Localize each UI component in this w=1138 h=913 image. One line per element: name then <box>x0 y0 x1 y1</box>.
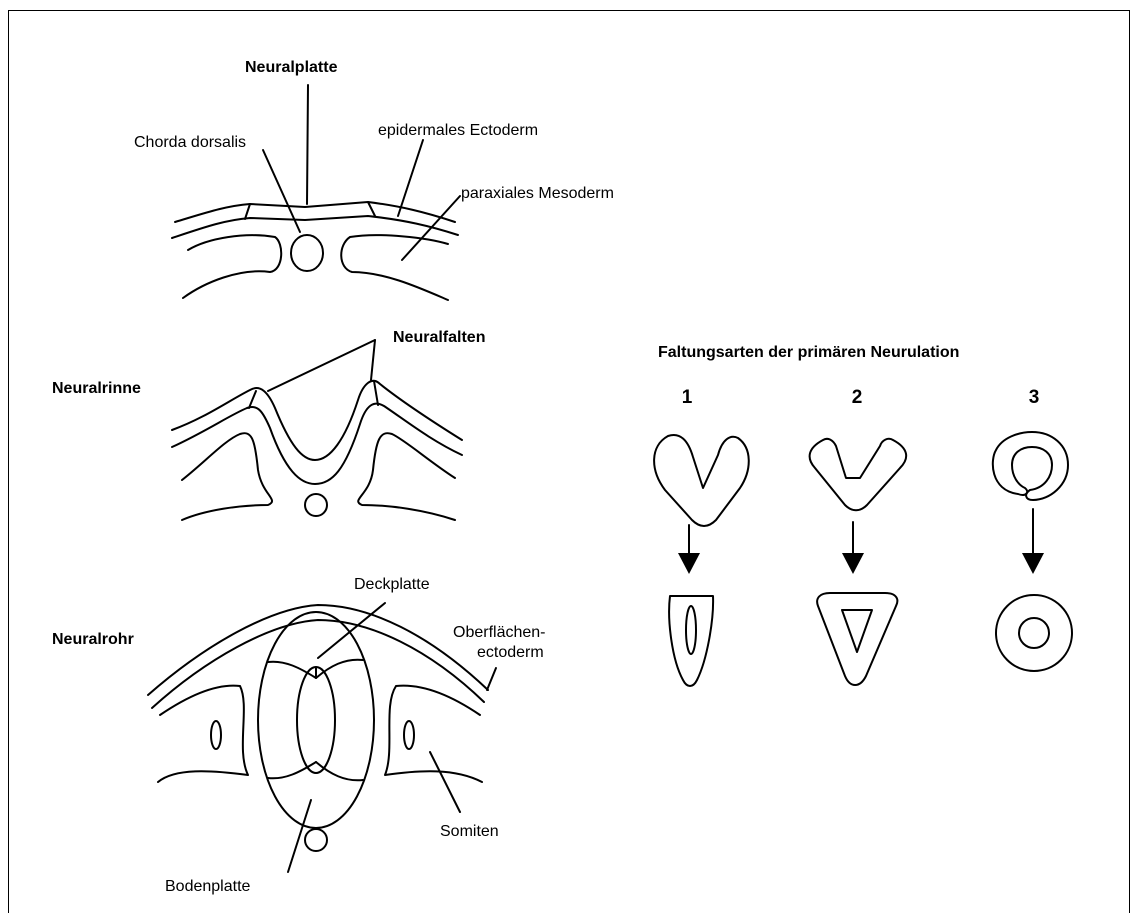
folding-type-1-closed <box>669 596 713 686</box>
chorda-dorsalis-label: Chorda dorsalis <box>134 133 246 152</box>
surface-ectoderm-label-line1: Oberflächen- <box>453 623 546 642</box>
folding-types-title: Faltungsarten der primären Neurulation <box>658 343 959 362</box>
folding-type-number-3: 3 <box>1019 388 1049 407</box>
folding-type-number-2: 2 <box>842 388 872 407</box>
neural-plate-title: Neuralplatte <box>245 58 337 77</box>
surface-ectoderm-label-line2: ectoderm <box>477 643 544 662</box>
epidermal-ectoderm-label: epidermales Ectoderm <box>378 121 538 140</box>
paraxial-mesoderm-label: paraxiales Mesoderm <box>461 184 614 203</box>
folding-type-number-1: 1 <box>672 388 702 407</box>
folding-type-2-closed <box>817 593 897 685</box>
roof-plate-label: Deckplatte <box>354 575 430 594</box>
neural-groove-drawing <box>172 340 462 520</box>
floor-plate-label: Bodenplatte <box>165 877 250 896</box>
folding-type-2-open <box>810 439 907 510</box>
folding-type-1-open <box>654 435 749 526</box>
folding-type-3-open <box>993 432 1068 500</box>
folding-type-3-closed <box>996 595 1072 671</box>
neural-tube-title: Neuralrohr <box>52 630 134 649</box>
folding-arrows <box>678 509 1044 574</box>
neural-folds-label: Neuralfalten <box>393 328 485 347</box>
somites-label: Somiten <box>440 822 499 841</box>
neural-plate-drawing <box>172 85 460 300</box>
neural-groove-title: Neuralrinne <box>52 379 141 398</box>
